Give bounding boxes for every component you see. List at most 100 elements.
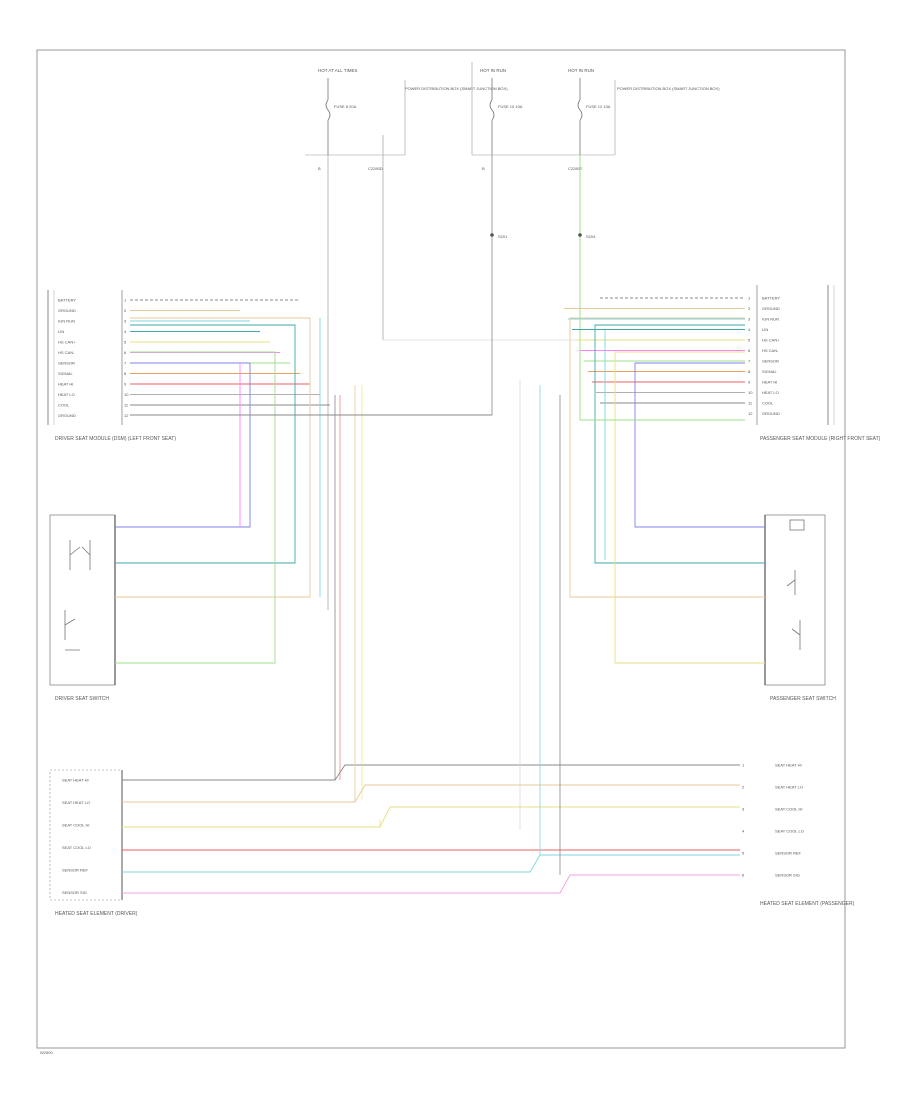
left-switch-wires <box>115 317 321 664</box>
left-pin-number: 11 <box>124 403 129 408</box>
right-pin-number: 2 <box>748 306 751 311</box>
bottom-left-pin-label: SEAT HEAT HI <box>62 778 89 783</box>
left-pin-number: 9 <box>124 382 127 387</box>
bottom-right-pin-number: 1 <box>742 763 745 768</box>
right-module-label: PASSENGER SEAT MODULE (RIGHT FRONT SEAT) <box>760 436 881 442</box>
left-module-label: DRIVER SEAT MODULE (DSM) (LEFT FRONT SEA… <box>55 436 176 442</box>
right-pin-label: COOL <box>762 401 774 406</box>
left-pin-label: SIGNAL <box>58 371 73 376</box>
left-pin-label: GROUND <box>58 413 76 418</box>
page-id: W2500 <box>40 1050 53 1055</box>
fuse3-box-label: POWER DISTRIBUTION BOX (SMART JUNCTION B… <box>617 86 720 91</box>
svg-text:B: B <box>482 166 485 171</box>
fuse-block-2: HOT IN RUN FUSE 10 10A <box>480 68 523 155</box>
left-pin-label: IGN RUN <box>58 319 75 324</box>
left-pin-label: COOL <box>58 403 70 408</box>
bottom-right-pin-number: 2 <box>742 785 745 790</box>
fuse1-hot-label: HOT AT ALL TIMES <box>318 68 358 73</box>
left-pin-label: LIN <box>58 329 64 334</box>
left-seat-module: DRIVER SEAT MODULE (DSM) (LEFT FRONT SEA… <box>47 290 176 442</box>
right-seat-module: PASSENGER SEAT MODULE (RIGHT FRONT SEAT)… <box>748 285 881 442</box>
right-switch-label: PASSENGER SEAT SWITCH <box>770 696 836 702</box>
bottom-left-pin-label: SENSOR SIG <box>62 890 87 895</box>
fuse-block-1: HOT AT ALL TIMES FUSE 8 20A POWER DISTRI… <box>305 68 508 171</box>
right-pin-label: HS CAN- <box>762 348 779 353</box>
left-pin-number: 3 <box>124 319 127 324</box>
left-pin-number: 2 <box>124 308 127 313</box>
left-pin-number: 8 <box>124 371 127 376</box>
right-pin-label: SENSOR <box>762 359 779 364</box>
right-seat-switch: PASSENGER SEAT SWITCH <box>764 514 836 702</box>
left-pin-label: HEAT LO <box>58 392 75 397</box>
splice-s204: S204 <box>586 234 596 239</box>
left-pin-number: 4 <box>124 329 127 334</box>
right-heated-element: HEATED SEAT ELEMENT (PASSENGER) SEAT HEA… <box>742 763 855 908</box>
fuse1-box-label: POWER DISTRIBUTION BOX (SMART JUNCTION B… <box>405 86 508 91</box>
fuse3-label: FUSE 12 10A <box>586 104 611 109</box>
left-seat-switch: DRIVER SEAT SWITCH <box>49 514 116 702</box>
right-pin-label: HEAT LO <box>762 390 779 395</box>
left-pin-number: 10 <box>124 392 129 397</box>
fuse3-hot-label: HOT IN RUN <box>568 68 594 73</box>
right-module-wires <box>564 308 745 404</box>
left-module-wires <box>130 310 330 406</box>
bottom-right-pin-label: SEAT COOL LO <box>775 829 804 834</box>
fuse-block-3: HOT IN RUN FUSE 12 10A POWER DISTRIBUTIO… <box>471 62 720 171</box>
bottom-right-pin-label: SEAT HEAT LO <box>775 785 803 790</box>
right-pin-label: IGN RUN <box>762 317 779 322</box>
left-pin-label: HS CAN+ <box>58 340 76 345</box>
left-pin-number: 6 <box>124 350 127 355</box>
conn-c2: C2280E <box>568 166 583 171</box>
right-lower-label: HEATED SEAT ELEMENT (PASSENGER) <box>760 901 855 907</box>
left-pin-number: 7 <box>124 361 127 366</box>
conn-c1: C2280D <box>368 166 383 171</box>
svg-text:B: B <box>318 166 321 171</box>
right-pin-label: GROUND <box>762 411 780 416</box>
left-heated-element: HEATED SEAT ELEMENT (DRIVER) SEAT HEAT H… <box>49 769 138 917</box>
bottom-left-pin-label: SEAT COOL LO <box>62 845 91 850</box>
left-lower-label: HEATED SEAT ELEMENT (DRIVER) <box>55 911 138 917</box>
bottom-right-pin-label: SEAT COOL HI <box>775 807 803 812</box>
left-pin-label: HS CAN- <box>58 350 75 355</box>
fuse1-label: FUSE 8 20A <box>334 104 357 109</box>
bottom-right-pin-number: 5 <box>742 851 745 856</box>
right-pin-number: 5 <box>748 338 751 343</box>
right-pin-number: 1 <box>748 296 751 301</box>
fuse2-label: FUSE 10 10A <box>498 104 523 109</box>
right-pin-number: 11 <box>748 401 753 406</box>
right-pin-label: LIN <box>762 327 768 332</box>
bottom-right-pin-label: SEAT HEAT HI <box>775 763 802 768</box>
diagram-border <box>36 49 846 1049</box>
bottom-left-pin-label: SEAT HEAT LO <box>62 800 90 805</box>
right-pin-number: 12 <box>748 411 753 416</box>
right-pin-label: BATTERY <box>762 296 780 301</box>
right-pin-number: 6 <box>748 348 751 353</box>
bottom-right-pin-label: SENSOR REF <box>775 851 802 856</box>
left-pin-label: SENSOR <box>58 361 75 366</box>
right-pin-number: 7 <box>748 359 751 364</box>
right-switch-wires <box>569 317 765 664</box>
bottom-left-pin-label: SENSOR REF <box>62 868 89 873</box>
left-switch-label: DRIVER SEAT SWITCH <box>55 696 109 702</box>
left-pin-number: 1 <box>124 298 127 303</box>
left-pin-label: HEAT HI <box>58 382 73 387</box>
right-pin-label: HS CAN+ <box>762 338 780 343</box>
bottom-right-pin-label: SENSOR SIG <box>775 873 800 878</box>
right-pin-number: 3 <box>748 317 751 322</box>
right-pin-number: 10 <box>748 390 753 395</box>
left-pin-label: GROUND <box>58 308 76 313</box>
bottom-right-pin-number: 3 <box>742 807 745 812</box>
bottom-left-pin-label: SEAT COOL HI <box>62 823 90 828</box>
left-pin-number: 5 <box>124 340 127 345</box>
left-pin-label: BATTERY <box>58 298 76 303</box>
fuse2-hot-label: HOT IN RUN <box>480 68 506 73</box>
right-pin-label: GROUND <box>762 306 780 311</box>
right-pin-number: 9 <box>748 380 751 385</box>
bottom-right-pin-number: 4 <box>742 829 745 834</box>
right-pin-number: 4 <box>748 327 751 332</box>
right-pin-label: SIGNAL <box>762 369 777 374</box>
lower-wires <box>122 380 740 894</box>
right-pin-label: HEAT HI <box>762 380 777 385</box>
